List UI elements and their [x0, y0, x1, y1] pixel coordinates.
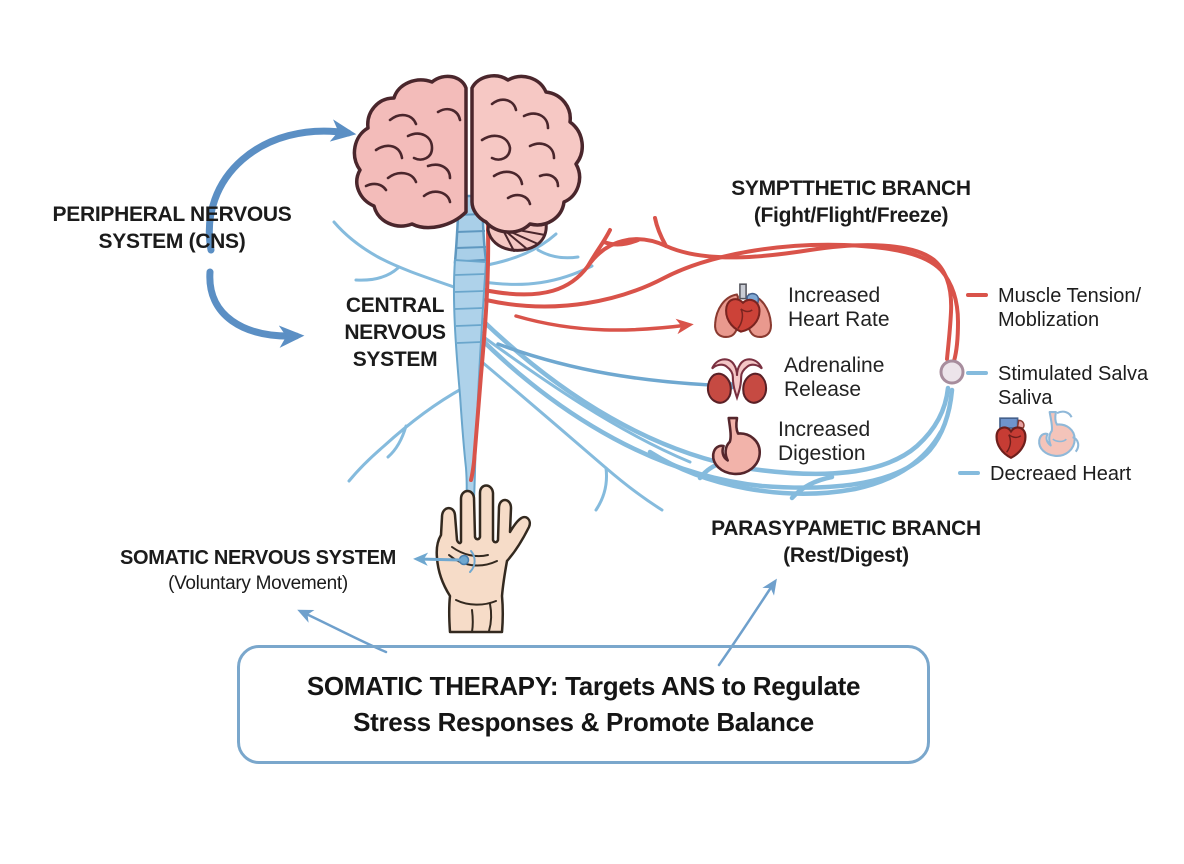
curved-arrow-up-icon	[205, 119, 357, 254]
stomach-icon	[711, 416, 762, 476]
mini-stomach-icon	[1038, 410, 1080, 457]
legend-line: Muscle Tension/	[998, 285, 1142, 307]
spinal-cord	[452, 194, 491, 502]
label-line: (Voluntary Movement)	[168, 572, 348, 594]
label-line: SYSTEM	[352, 347, 438, 371]
ganglion-node	[939, 359, 965, 385]
parasympathetic-lines-blue	[473, 315, 955, 501]
therapy-box-arrows	[297, 578, 777, 667]
arrow-to-somatic-icon	[297, 609, 388, 654]
effect-increased-digestion: Increased Digestion	[708, 416, 870, 478]
effect-text: Adrenaline Release	[784, 352, 884, 401]
brain-right-hemisphere	[470, 74, 584, 234]
label-line: (Rest/Digest)	[783, 543, 909, 567]
nerve-branches-blue	[332, 220, 692, 512]
effect-line: Increased	[788, 284, 881, 307]
label-line: PERIPHERAL NERVOUS	[52, 203, 292, 226]
effect-increased-heart-rate: Increased Heart Rate	[710, 282, 890, 340]
mini-heart-icon	[995, 417, 1027, 460]
sympathetic-branch-label: SYMPTTHETIC BRANCH (Fight/Flight/Freeze)	[731, 176, 971, 230]
brain-right-gyri	[480, 98, 560, 206]
label-line: PARASYPAMETIC BRANCH	[711, 517, 981, 540]
somatic-nervous-system-label: SOMATIC NERVOUS SYSTEM (Voluntary Moveme…	[120, 546, 396, 596]
effect-line: Increased	[778, 418, 871, 441]
therapy-box-line: SOMATIC THERAPY: Targets ANS to Regulate	[306, 670, 861, 701]
effect-line: Release	[784, 377, 862, 401]
label-line: NERVOUS	[344, 320, 446, 344]
legend-text: Stimulated Salva Saliva	[998, 362, 1148, 410]
somatic-therapy-box: SOMATIC THERAPY: Targets ANS to Regulate…	[237, 645, 930, 764]
legend-mini-icons	[993, 410, 1081, 460]
sympathetic-lines-red	[482, 216, 961, 363]
effect-text: Increased Heart Rate	[788, 282, 890, 331]
peripheral-nervous-system-label: PERIPHERAL NERVOUS SYSTEM (CNS)	[53, 202, 292, 256]
therapy-box-line: Stress Responses & Promote Balance	[353, 706, 814, 737]
parasympathetic-branch-label: PARASYPAMETIC BRANCH (Rest/Digest)	[711, 516, 981, 570]
legend-decreased-heart: Decreaed Heart	[958, 462, 1131, 486]
legend-dash-blue-icon	[958, 471, 980, 475]
label-line: (Fight/Flight/Freeze)	[753, 203, 949, 227]
legend-line: Moblization	[998, 309, 1100, 331]
central-nervous-system-label: CENTRAL NERVOUS SYSTEM	[344, 293, 446, 374]
legend-line: Stimulated Salva	[998, 363, 1149, 385]
arrow-to-heart-icon	[514, 314, 694, 335]
legend-dash-blue-icon	[966, 371, 988, 375]
hand-illustration	[435, 484, 531, 634]
label-line: SOMATIC NERVOUS SYSTEM	[119, 547, 397, 569]
legend-dash-red-icon	[966, 293, 988, 297]
adrenal-glands-icon	[706, 358, 768, 404]
legend-line: Decreaed Heart	[990, 463, 1132, 485]
brain-left-hemisphere	[352, 74, 468, 230]
effect-text: Increased Digestion	[778, 416, 870, 465]
arrow-to-adrenal-icon	[496, 342, 740, 394]
peripheral-curved-arrows	[205, 119, 357, 348]
legend-text: Decreaed Heart	[990, 462, 1131, 486]
curved-arrow-down-icon	[206, 268, 305, 348]
pointer-line-to-somatic-label	[413, 552, 463, 566]
legend-muscle-tension: Muscle Tension/ Moblization	[966, 284, 1141, 332]
legend-line: Saliva	[998, 387, 1053, 409]
effect-adrenaline-release: Adrenaline Release	[702, 352, 884, 406]
effect-line: Adrenaline	[784, 354, 885, 377]
brain-left-gyri	[364, 107, 462, 204]
label-line: CENTRAL	[345, 294, 445, 317]
label-line: SYSTEM (CNS)	[98, 229, 246, 253]
label-line: SYMPTTHETIC BRANCH	[731, 177, 971, 200]
hand-creases	[448, 546, 498, 633]
legend-text: Muscle Tension/ Moblization	[998, 284, 1141, 332]
effect-line: Heart Rate	[788, 307, 890, 331]
heart-lungs-icon	[714, 283, 772, 338]
legend-stimulated-saliva: Stimulated Salva Saliva	[966, 362, 1148, 410]
effect-line: Digestion	[778, 441, 866, 465]
brain-illustration	[352, 74, 584, 252]
arrow-to-parasympathetic-icon	[717, 578, 777, 667]
